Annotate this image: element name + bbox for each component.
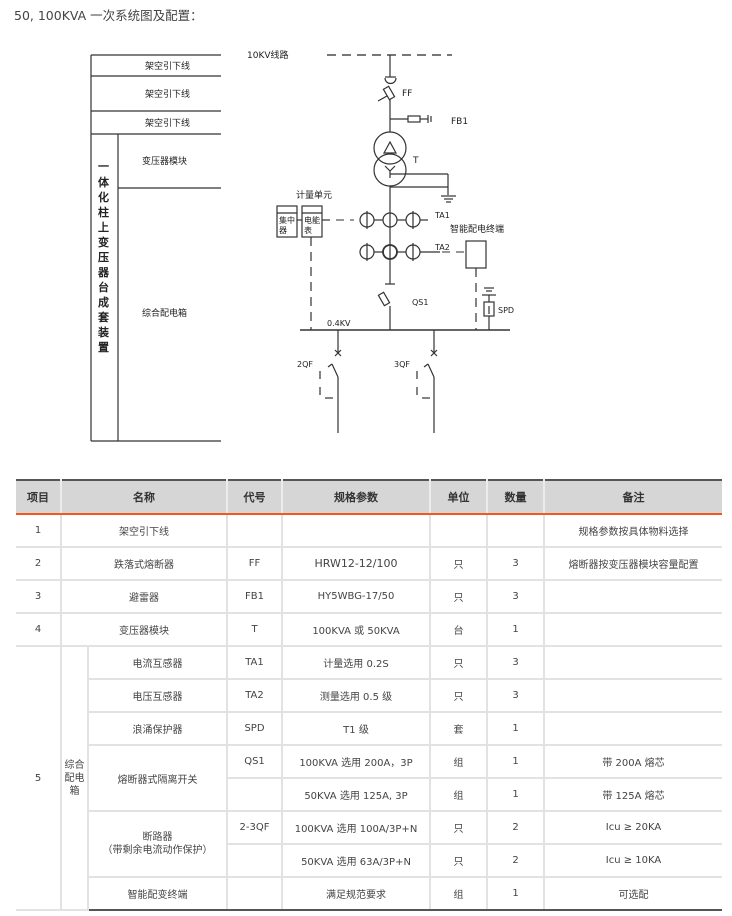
table-row: 50KVA 选用 63A/3P+N 只 2 Icu ≥ 10KA [16, 844, 722, 878]
table-row: 4 变压器模块 T 100KVA 或 50KVA 台 1 [16, 613, 722, 647]
header-note: 备注 [544, 479, 722, 515]
table-row: 50KVA 选用 125A, 3P 组 1 带 125A 熔芯 [16, 778, 722, 812]
breaker-2qf [319, 330, 342, 433]
left-label-frame [90, 54, 221, 442]
header-spec: 规格参数 [282, 479, 431, 515]
metering-unit-label: 计量单元 [296, 189, 332, 201]
svg-text:套: 套 [98, 310, 110, 324]
svg-text:体: 体 [98, 175, 110, 189]
label-distribution-box: 综合配电箱 [142, 307, 187, 319]
ta2-label: TA2 [434, 243, 450, 252]
label-overhead-2: 架空引下线 [145, 88, 190, 100]
svg-text:柱: 柱 [98, 205, 109, 219]
svg-text:上: 上 [98, 220, 109, 234]
2qf-label: 2QF [297, 360, 313, 369]
page-title: 50, 100KVA 一次系统图及配置： [14, 8, 203, 23]
table-row: 3 避雷器 FB1 HY5WBG-17/50 只 3 [16, 580, 722, 614]
header-name: 名称 [61, 479, 228, 515]
svg-text:器: 器 [279, 226, 287, 235]
ct-group [359, 211, 440, 261]
spd-symbol [482, 287, 496, 330]
label-overhead-3: 架空引下线 [145, 117, 190, 129]
vertical-title: 一 体 化 柱 上 变 压 器 台 成 套 装 置 [97, 160, 110, 354]
single-line-diagram: 架空引下线 架空引下线 架空引下线 变压器模块 综合配电箱 一 体 化 柱 上 … [90, 49, 514, 442]
svg-text:台: 台 [98, 280, 109, 294]
breaker-3qf [416, 330, 438, 433]
spd-label: SPD [498, 306, 514, 315]
svg-text:表: 表 [304, 225, 312, 235]
svg-text:变: 变 [98, 235, 109, 249]
svg-text:一: 一 [98, 160, 109, 173]
3qf-label: 3QF [394, 360, 410, 369]
header-item: 项目 [16, 479, 62, 515]
svg-text:成: 成 [98, 295, 109, 309]
table-header-row: 项目 名称 代号 规格参数 单位 数量 备注 [16, 479, 722, 515]
svg-text:化: 化 [98, 190, 109, 204]
table-row: 电压互感器 TA2 测量选用 0.5 级 只 3 [16, 679, 722, 713]
fb1-label: FB1 [451, 117, 468, 127]
meter-label: 电能 [304, 215, 320, 225]
label-overhead-1: 架空引下线 [145, 60, 190, 72]
svg-text:装: 装 [97, 325, 109, 339]
table-row: 断路器 （带剩余电流动作保护） 2-3QF 100KVA 选用 100A/3P+… [16, 811, 722, 878]
concentrator-label: 集中 [279, 215, 295, 225]
breaker-name: 断路器 （带剩余电流动作保护） [88, 811, 228, 878]
label-transformer-module: 变压器模块 [142, 155, 187, 167]
header-code: 代号 [227, 479, 283, 515]
line-label-10kv: 10KV线路 [247, 49, 289, 61]
svg-text:压: 压 [98, 250, 109, 264]
bus-voltage-label: 0.4KV [327, 319, 351, 328]
ff-label: FF [402, 89, 412, 99]
svg-text:器: 器 [97, 266, 110, 279]
spec-table: 项目 名称 代号 规格参数 单位 数量 备注 1 架空引下线 规格参数按具体物料… [16, 479, 722, 911]
group5-item: 5 [16, 646, 62, 911]
header-qty: 数量 [487, 479, 545, 515]
table-row: 1 架空引下线 规格参数按具体物料选择 [16, 514, 722, 548]
table-row: 浪涌保护器 SPD T1 级 套 1 [16, 712, 722, 746]
table-row: 智能配变终端 满足规范要求 组 1 可选配 [16, 877, 722, 911]
table-row: 2 跌落式熔断器 FF HRW12-12/100 只 3 熔断器按变压器模块容量… [16, 547, 722, 581]
table-row: 5 综合 配电 箱 电流互感器 TA1 计量选用 0.2S 只 3 [16, 646, 722, 911]
svg-text:置: 置 [98, 341, 109, 354]
header-unit: 单位 [430, 479, 488, 515]
smart-terminal-label: 智能配电终端 [450, 223, 504, 235]
table-row: 熔断器式隔离开关 QS1 100KVA 选用 200A，3P 组 1 带 200… [16, 745, 722, 812]
group5-name: 综合 配电 箱 [61, 646, 89, 911]
ta1-label: TA1 [434, 211, 450, 220]
t-label: T [412, 156, 419, 166]
qs1-label: QS1 [412, 298, 428, 307]
